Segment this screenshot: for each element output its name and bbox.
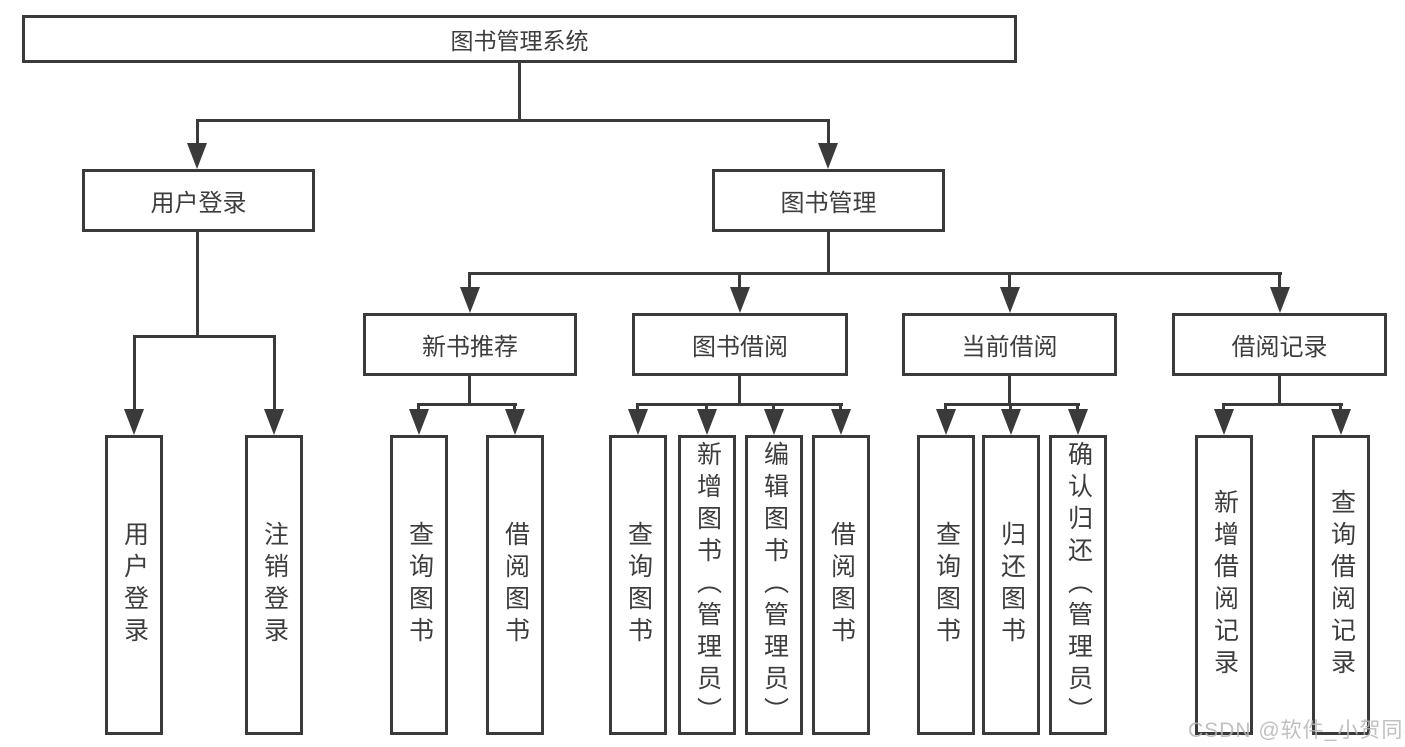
connector-arrowhead [409,409,429,435]
node-label: 编辑图书（管理员） [760,441,789,729]
connector-line [133,335,276,338]
connector-arrowhead [460,287,480,313]
connector-line [273,335,276,413]
node-label: 确认归还（管理员） [1064,441,1093,729]
node-add-books-admin: 新增图书（管理员） [678,435,736,735]
connector-arrowhead [1001,409,1021,435]
connector-arrowhead [936,409,956,435]
node-label: 用户登录 [150,190,247,217]
node-label: 新书推荐 [422,334,518,361]
node-label: 图书借阅 [692,334,788,361]
connector-line [772,403,775,413]
connector-arrowhead [1068,409,1088,435]
node-edit-books-admin: 编辑图书（管理员） [745,435,803,735]
node-borrow-books-recommend: 借阅图书 [486,435,544,735]
node-book-borrowing: 图书借阅 [632,313,848,376]
connector-line [468,272,471,291]
connector-arrowhead [187,143,207,169]
node-label: 查询图书 [932,521,961,649]
connector-line [133,335,136,413]
node-label: 图书管理 [780,190,877,217]
connector-arrowhead [764,409,784,435]
node-label: 查询图书 [405,521,434,649]
connector-arrowhead [831,409,851,435]
node-return-books: 归还图书 [982,435,1040,735]
connector-arrowhead [124,409,144,435]
connector-arrowhead [818,143,838,169]
node-library-management-system: 图书管理系统 [22,15,1017,63]
connector-line [1278,272,1281,291]
node-query-books-recommend: 查询图书 [390,435,448,735]
connector-line [738,272,741,291]
node-book-management: 图书管理 [712,169,945,232]
connector-line [196,232,199,338]
connector-line [636,403,639,413]
connector-line [738,376,741,406]
connector-arrowhead [697,409,717,435]
connector-arrowhead [730,287,750,313]
connector-line [196,119,199,147]
connector-line [1076,403,1079,413]
connector-arrowhead [505,409,525,435]
connector-line [468,376,471,406]
connector-line [468,272,1282,275]
connector-line [417,403,517,406]
node-label: 图书管理系统 [450,28,589,54]
node-logout: 注销登录 [245,435,303,735]
connector-line [944,403,1080,406]
connector-arrowhead [264,409,284,435]
node-label: 查询图书 [624,521,653,649]
connector-line [636,403,843,406]
connector-line [944,403,947,413]
connector-line [196,119,830,122]
connector-line [513,403,516,413]
connector-arrowhead [1331,409,1351,435]
connector-line [1339,403,1342,413]
connector-line [417,403,420,413]
node-label: 新增借阅记录 [1210,489,1239,681]
connector-line [827,119,830,147]
connector-line [705,403,708,413]
connector-line [839,403,842,413]
node-add-borrow-record: 新增借阅记录 [1195,435,1253,735]
connector-line [1278,376,1281,406]
watermark-text: CSDN @软件_小贺同学 [1188,719,1405,742]
connector-line [827,232,830,275]
node-label: 查询借阅记录 [1327,489,1356,681]
node-query-books-current: 查询图书 [917,435,975,735]
connector-line [1008,272,1011,291]
connector-line [1222,403,1343,406]
node-label: 用户登录 [120,521,149,649]
connector-line [1008,376,1011,406]
node-query-books-borrowing: 查询图书 [609,435,667,735]
connector-arrowhead [1000,287,1020,313]
node-confirm-return-admin: 确认归还（管理员） [1049,435,1107,735]
node-borrow-books-action: 借阅图书 [812,435,870,735]
node-new-book-recommendation: 新书推荐 [363,313,577,376]
connector-line [518,63,521,122]
node-current-borrowing: 当前借阅 [902,313,1117,376]
node-label: 当前借阅 [961,334,1058,361]
node-query-borrow-record: 查询借阅记录 [1312,435,1370,735]
connector-arrowhead [628,409,648,435]
node-user-login-action: 用户登录 [105,435,163,735]
node-label: 借阅图书 [501,521,530,649]
node-borrowing-records: 借阅记录 [1172,313,1387,376]
node-label: 注销登录 [260,521,289,649]
node-label: 借阅图书 [827,521,856,649]
node-label: 借阅记录 [1231,334,1328,361]
node-user-login: 用户登录 [82,169,315,232]
connector-arrowhead [1214,409,1234,435]
node-label: 新增图书（管理员） [693,441,722,729]
node-label: 归还图书 [997,521,1026,649]
connector-line [1222,403,1225,413]
connector-arrowhead [1270,287,1290,313]
connector-line [1009,403,1012,413]
